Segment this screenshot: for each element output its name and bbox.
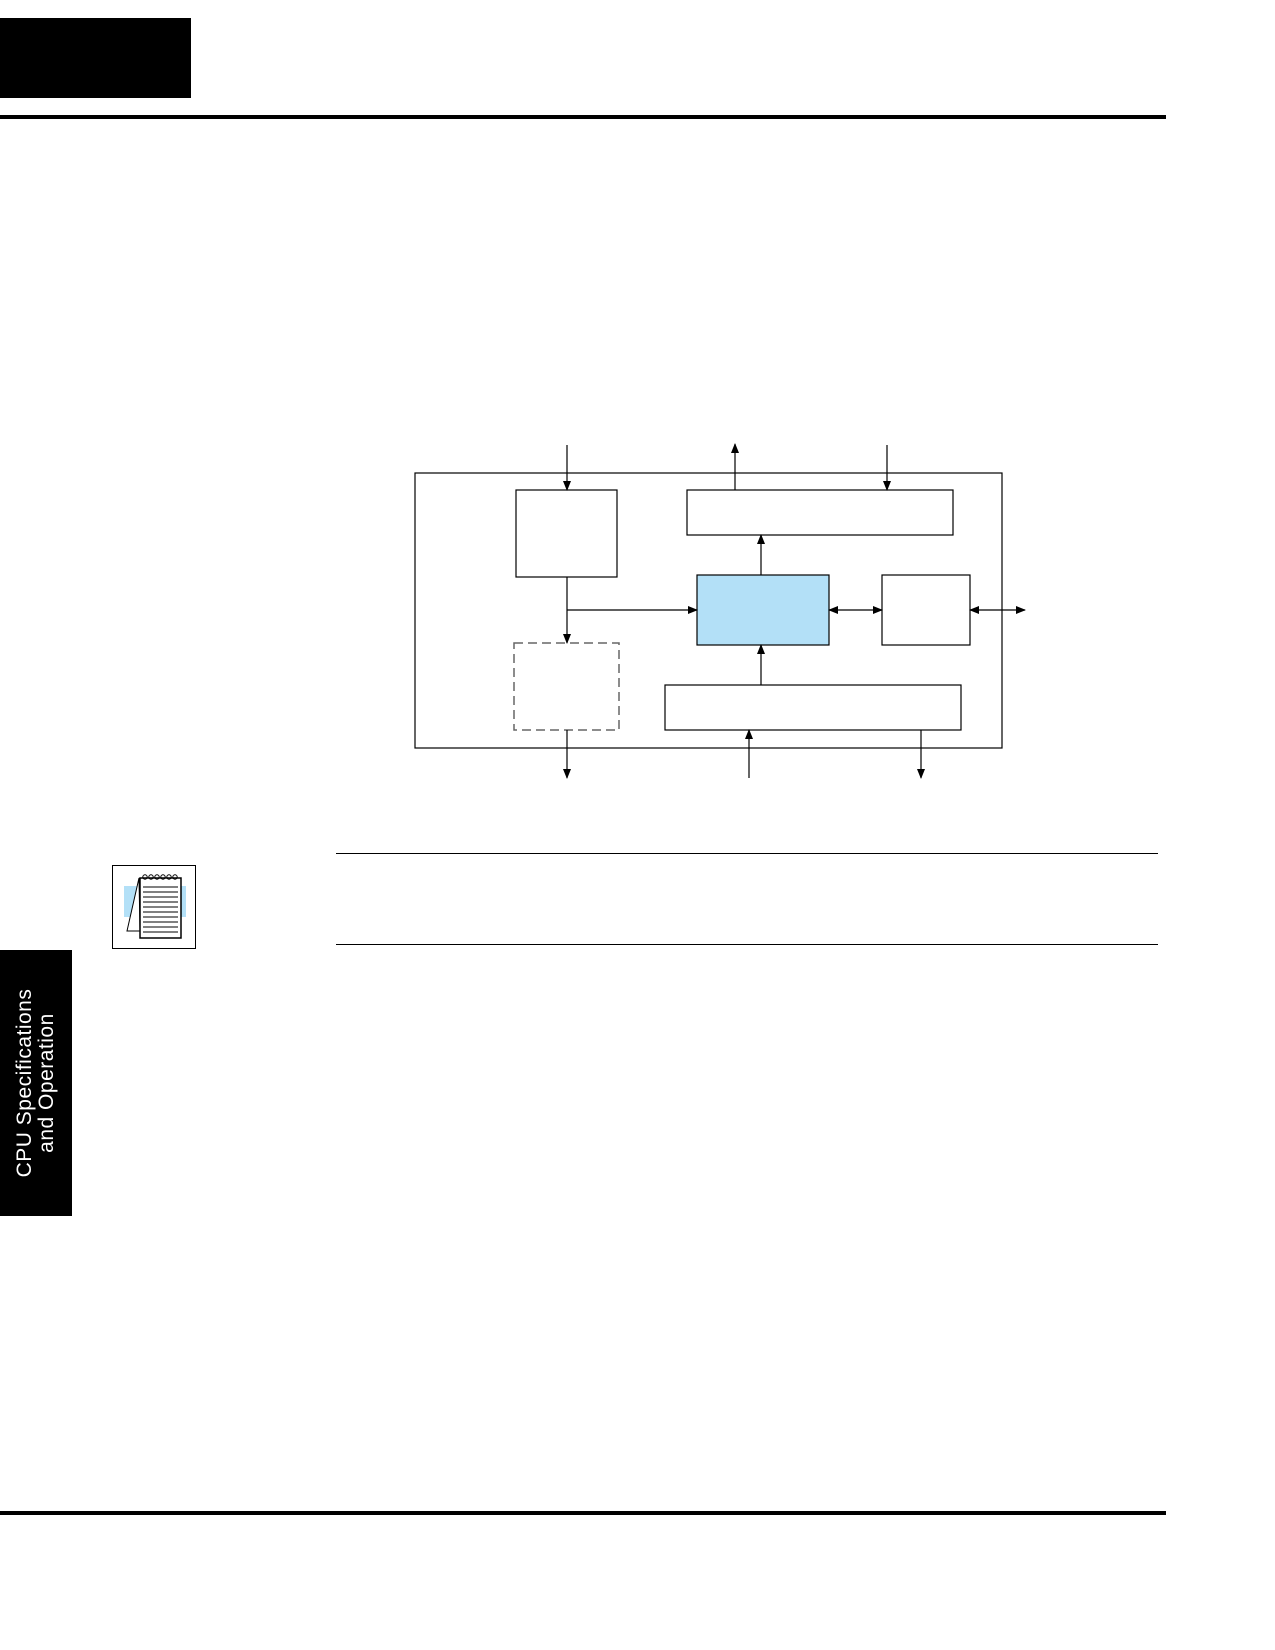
side-tab-label: CPU Specifications and Operation	[13, 988, 58, 1178]
block-top-right	[686, 489, 954, 536]
block-bottom	[664, 684, 962, 731]
block-processor	[696, 574, 830, 646]
side-tab-line-1: CPU Specifications	[13, 988, 36, 1178]
cpu-enclosure	[414, 472, 1003, 749]
block-right	[881, 574, 971, 646]
header-rule	[0, 115, 1166, 119]
note-rule-bottom	[336, 944, 1158, 945]
notepad-icon	[112, 865, 196, 949]
chapter-header-tab	[0, 18, 191, 98]
side-chapter-tab: CPU Specifications and Operation	[0, 950, 72, 1216]
block-top-left	[515, 489, 618, 578]
note-rule-top	[336, 853, 1158, 854]
footer-rule	[0, 1511, 1166, 1515]
side-tab-line-2: and Operation	[35, 1013, 58, 1153]
block-optional-dashed	[513, 642, 620, 731]
